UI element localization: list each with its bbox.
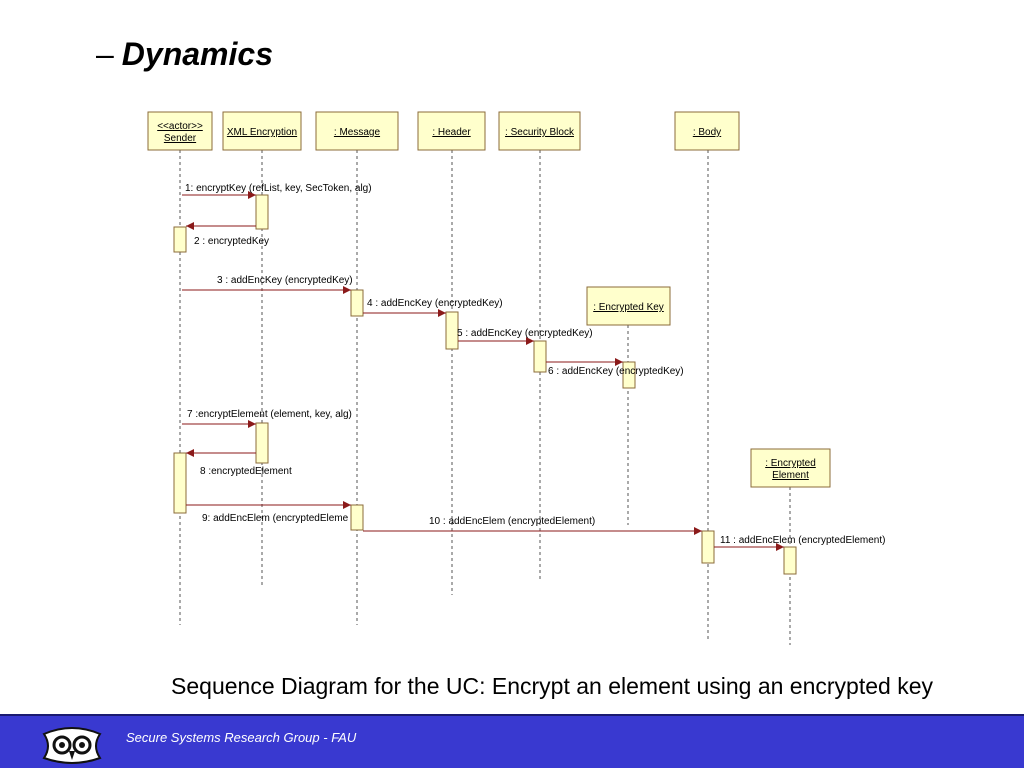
title-dash: – [96, 36, 114, 72]
activation-message-3 [350, 289, 364, 317]
message-label-4: 4 : addEncKey (encryptedKey) [367, 298, 503, 309]
object-label-secblock: : Security Block [505, 127, 575, 138]
message-label-1: 1: encryptKey (refList, key, SecToken, a… [185, 183, 372, 194]
object-enckey: : Encrypted Key [586, 286, 671, 326]
message-11: 11 : addEncElem (encryptedElement) [714, 535, 885, 551]
object-label-enckey: : Encrypted Key [593, 302, 664, 313]
message-label-10: 10 : addEncElem (encryptedElement) [429, 516, 595, 527]
message-5: 5 : addEncKey (encryptedKey) [457, 328, 593, 345]
object-label-message: : Message [334, 127, 381, 138]
object-label-sender: <<actor>> [157, 121, 203, 132]
slide-caption: Sequence Diagram for the UC: Encrypt an … [171, 673, 933, 699]
sequence-diagram: <<actor>>Sender XML Encryption : Message : … [147, 111, 885, 645]
message-label-7: 7 :encryptElement (element, key, alg) [187, 409, 352, 420]
message-9: 9: addEncElem (encryptedEleme [186, 501, 351, 524]
activation-xmlenc-1 [255, 194, 269, 230]
message-6: 6 : addEncKey (encryptedKey) [546, 358, 684, 377]
object-header: : Header [417, 111, 486, 151]
activation-header-4 [445, 311, 459, 350]
activation-sender-8 [173, 452, 187, 514]
message-label-3: 3 : addEncKey (encryptedKey) [217, 275, 353, 286]
object-body: : Body [674, 111, 740, 151]
activation-message-9 [350, 504, 364, 531]
message-7: 7 :encryptElement (element, key, alg) [182, 409, 352, 428]
message-label-8: 8 :encryptedElement [200, 466, 292, 477]
message-label-5: 5 : addEncKey (encryptedKey) [457, 328, 593, 339]
activation-enckey-6 [622, 361, 636, 389]
message-2: 2 : encryptedKey [186, 222, 269, 247]
activation-xmlenc-7 [255, 422, 269, 464]
object-box-enckey [586, 286, 671, 326]
object-xmlenc: XML Encryption [222, 111, 302, 151]
footer-text: Secure Systems Research Group - FAU [126, 730, 357, 745]
message-label-2: 2 : encryptedKey [194, 236, 269, 247]
message-label-11: 11 : addEncElem (encryptedElement) [720, 535, 885, 546]
object-box-encelem [750, 448, 831, 488]
activation-body-10 [701, 530, 715, 564]
activation-secblock-5 [533, 340, 547, 373]
object-label-body: : Body [693, 127, 721, 138]
owl-logo-icon [42, 727, 102, 764]
object-label-encelem: : Encrypted [765, 458, 816, 469]
object-label-encelem: Element [772, 470, 809, 481]
object-label-header: : Header [432, 127, 471, 138]
object-label-sender: Sender [164, 133, 197, 144]
message-4: 4 : addEncKey (encryptedKey) [363, 298, 503, 317]
activation-encelem-11 [783, 546, 797, 575]
message-1: 1: encryptKey (refList, key, SecToken, a… [182, 183, 372, 199]
message-10: 10 : addEncElem (encryptedElement) [363, 516, 702, 535]
message-label-9: 9: addEncElem (encryptedEleme [202, 513, 349, 524]
message-3: 3 : addEncKey (encryptedKey) [182, 275, 353, 294]
object-message: : Message [315, 111, 399, 151]
slide-title: –Dynamics [96, 36, 273, 73]
object-box-message [315, 111, 399, 151]
object-label-xmlenc: XML Encryption [227, 127, 297, 138]
object-sender: <<actor>>Sender [147, 111, 213, 151]
message-label-6: 6 : addEncKey (encryptedKey) [548, 366, 684, 377]
title-text: Dynamics [121, 36, 273, 72]
object-box-body [674, 111, 740, 151]
object-box-sender [147, 111, 213, 151]
object-secblock: : Security Block [498, 111, 581, 151]
object-box-xmlenc [222, 111, 302, 151]
object-box-secblock [498, 111, 581, 151]
footer-bar: Secure Systems Research Group - FAU [0, 714, 1024, 768]
message-8: 8 :encryptedElement [186, 449, 292, 477]
object-box-header [417, 111, 486, 151]
activation-sender-2 [173, 226, 187, 253]
